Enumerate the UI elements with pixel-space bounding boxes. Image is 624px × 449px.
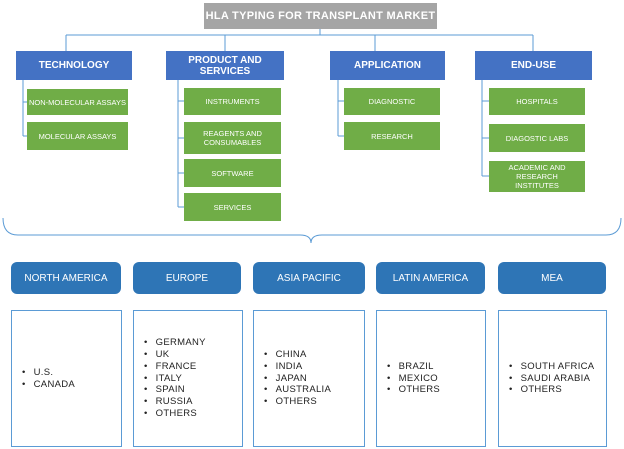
country-item: RUSSIA <box>144 396 206 408</box>
countries-europe: GERMANY UK FRANCE ITALY SPAIN RUSSIA OTH… <box>133 310 243 447</box>
diagram-title: HLA TYPING FOR TRANSPLANT MARKET <box>204 3 437 29</box>
country-item: JAPAN <box>264 373 331 385</box>
item-reagents-and-consumables: REAGENTS AND CONSUMABLES <box>184 122 281 154</box>
region-europe: EUROPE <box>133 262 241 294</box>
country-item: AUSTRALIA <box>264 384 331 396</box>
segment-technology: TECHNOLOGY <box>16 51 132 80</box>
country-item: ITALY <box>144 373 206 385</box>
region-latin-america: LATIN AMERICA <box>376 262 485 294</box>
segment-end-use: END-USE <box>475 51 592 80</box>
country-item: FRANCE <box>144 361 206 373</box>
countries-north-america: U.S. CANADA <box>11 310 122 447</box>
country-item: OTHERS <box>264 396 331 408</box>
region-mea: MEA <box>498 262 606 294</box>
country-item: SPAIN <box>144 384 206 396</box>
country-item: INDIA <box>264 361 331 373</box>
item-instruments: INSTRUMENTS <box>184 88 281 115</box>
country-item: CHINA <box>264 349 331 361</box>
country-item: OTHERS <box>387 384 440 396</box>
countries-latin-america: BRAZIL MEXICO OTHERS <box>376 310 486 447</box>
country-item: OTHERS <box>509 384 594 396</box>
item-hospitals: HOSPITALS <box>489 88 585 115</box>
country-item: SAUDI ARABIA <box>509 373 594 385</box>
item-non-molecular-assays: NON-MOLECULAR ASSAYS <box>27 89 128 115</box>
country-item: CANADA <box>22 379 75 391</box>
item-research: RESEARCH <box>344 122 440 150</box>
item-services: SERVICES <box>184 193 281 221</box>
country-item: OTHERS <box>144 408 206 420</box>
region-north-america: NORTH AMERICA <box>11 262 121 294</box>
region-asia-pacific: ASIA PACIFIC <box>253 262 365 294</box>
segment-application: APPLICATION <box>330 51 445 80</box>
country-item: BRAZIL <box>387 361 440 373</box>
item-diagostic-labs: DIAGOSTIC LABS <box>489 124 585 152</box>
country-item: SOUTH AFRICA <box>509 361 595 373</box>
item-software: SOFTWARE <box>184 159 281 187</box>
segment-product-and-services: PRODUCT AND SERVICES <box>166 51 284 80</box>
country-item: MEXICO <box>387 373 440 385</box>
country-item: UK <box>144 349 206 361</box>
country-item: U.S. <box>22 367 75 379</box>
item-diagnostic: DIAGNOSTIC <box>344 88 440 115</box>
item-academic-and-research-institutes: ACADEMIC AND RESEARCH INSTITUTES <box>489 161 585 192</box>
countries-asia-pacific: CHINA INDIA JAPAN AUSTRALIA OTHERS <box>253 310 365 447</box>
countries-mea: SOUTH AFRICA SAUDI ARABIA OTHERS <box>498 310 607 447</box>
item-molecular-assays: MOLECULAR ASSAYS <box>27 122 128 150</box>
country-item: GERMANY <box>144 337 206 349</box>
